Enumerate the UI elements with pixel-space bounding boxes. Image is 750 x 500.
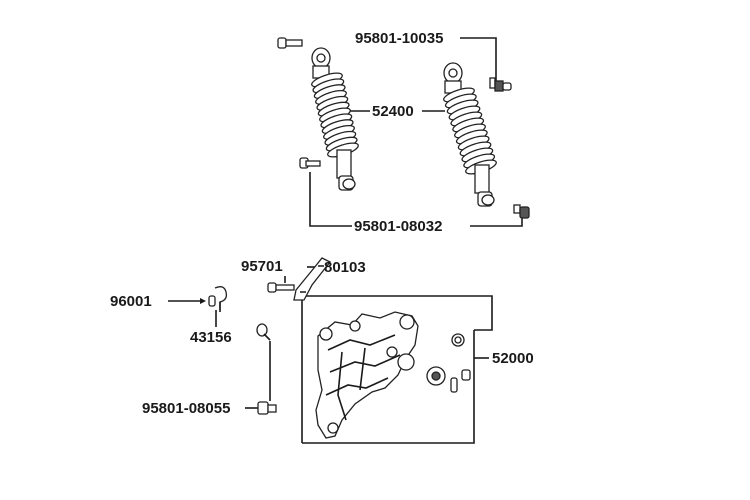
label-52000: 52000 (492, 350, 534, 367)
left-shock-absorber (311, 47, 359, 191)
bolt-95801-08055 (256, 323, 277, 415)
swing-arm-52000 (315, 311, 471, 439)
top-left-bolt (277, 37, 303, 49)
label-95801-10035: 95801-10035 (355, 30, 443, 47)
hook-43156 (214, 286, 228, 312)
label-43156: 43156 (190, 329, 232, 346)
bracket-80103 (293, 257, 332, 301)
label-95701: 95701 (241, 258, 283, 275)
leader-lines (168, 37, 523, 444)
label-95801-08032: 95801-08032 (354, 218, 442, 235)
part-labels: 95801-10035 52400 95801-08032 95701 8010… (110, 30, 534, 417)
bottom-right-bolt (513, 204, 530, 219)
clip-96001 (208, 295, 216, 307)
bolt-95701 (267, 282, 295, 293)
bottom-left-bolt (299, 157, 321, 169)
label-52400: 52400 (372, 103, 414, 120)
right-shock-absorber (443, 62, 497, 207)
label-80103: 80103 (324, 259, 366, 276)
top-right-bolt (489, 77, 512, 92)
label-95801-08055: 95801-08055 (142, 400, 230, 417)
label-96001: 96001 (110, 293, 152, 310)
